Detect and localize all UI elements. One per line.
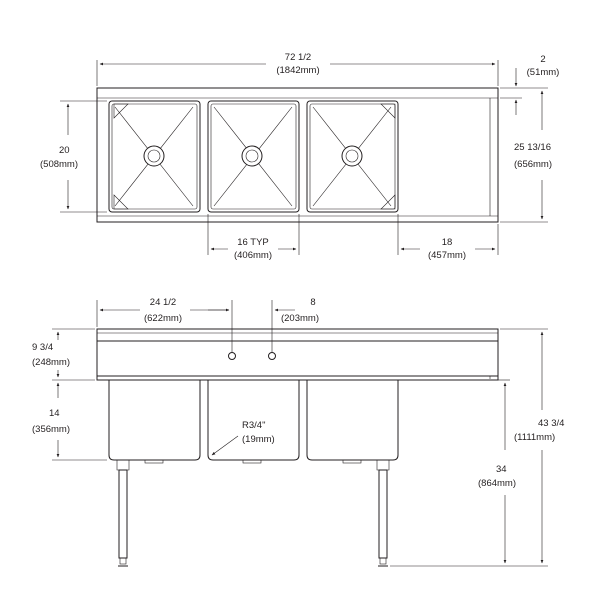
dim-bowl-width: 16 TYP (406mm) xyxy=(207,214,300,261)
dim-overall-height: 43 3/4 (1111mm) xyxy=(500,328,564,564)
elevation-view: 24 1/2 (622mm) 8 (203mm) 9 3/4 (248mm) 1… xyxy=(32,297,564,567)
callout-corner-radius: R3/4" (19mm) xyxy=(211,420,275,456)
bowl-depth-value: 14 xyxy=(49,408,60,419)
bowl-width-value: 16 TYP xyxy=(237,237,269,248)
dim-overall-length: 72 1/2 (1842mm) xyxy=(96,52,499,86)
backsplash-depth-value: 2 xyxy=(540,54,545,65)
bowl-3-plan xyxy=(306,100,399,213)
rim-height-value: 34 xyxy=(496,464,507,475)
dim-drainboard: 18 (457mm) xyxy=(397,214,499,261)
overall-depth-metric: (656mm) xyxy=(514,159,552,170)
dim-bowl-depth: 14 (356mm) xyxy=(32,382,107,461)
backsplash-depth-metric: (51mm) xyxy=(527,67,560,78)
bowl-depth-metric: (356mm) xyxy=(32,424,70,435)
overall-length-metric: (1842mm) xyxy=(276,65,319,76)
plan-view: 72 1/2 (1842mm) 2 (51mm) 25 13/16 (656mm… xyxy=(40,52,559,261)
dim-overall-depth: 25 13/16 (656mm) xyxy=(500,87,552,223)
drain-icon xyxy=(341,145,363,167)
dim-faucet-centers: 8 (203mm) xyxy=(208,297,319,352)
overall-height-value: 43 3/4 xyxy=(538,418,564,429)
drainboard-metric: (457mm) xyxy=(428,250,466,261)
bowl-1-plan xyxy=(108,100,201,213)
bowl-front-to-back-metric: (508mm) xyxy=(40,159,78,170)
bowl-width-metric: (406mm) xyxy=(234,250,272,261)
drainboard-value: 18 xyxy=(442,237,453,248)
faucet-hole-icon xyxy=(228,352,236,360)
dim-bowl-depth-plan: 20 (508mm) xyxy=(40,100,107,213)
bowl-front-to-back-value: 20 xyxy=(59,145,70,156)
leg-left xyxy=(116,460,130,567)
leg-right xyxy=(376,460,390,567)
sink-top-outline xyxy=(96,87,499,223)
faucet-hole-icon xyxy=(268,352,276,360)
faucet-offset-value: 24 1/2 xyxy=(150,297,176,308)
corner-radius-value: R3/4" xyxy=(242,420,265,431)
overall-height-metric: (1111mm) xyxy=(514,432,555,443)
corner-radius-metric: (19mm) xyxy=(242,434,275,445)
faucet-offset-metric: (622mm) xyxy=(144,313,182,324)
backsplash-height-metric: (248mm) xyxy=(32,357,70,368)
faucet-centers-value: 8 xyxy=(310,297,315,308)
dim-backsplash-height: 9 3/4 (248mm) xyxy=(32,328,95,381)
overall-depth-value: 25 13/16 xyxy=(514,142,551,153)
backsplash xyxy=(96,328,499,377)
dim-faucet-offset: 24 1/2 (622mm) xyxy=(96,297,233,352)
rim-height-metric: (864mm) xyxy=(478,478,516,489)
bowl-1-elevation xyxy=(108,380,201,461)
bowl-3-elevation xyxy=(306,380,399,461)
front-rim xyxy=(96,376,499,381)
drain-icon xyxy=(143,145,165,167)
dim-backsplash-depth: 2 (51mm) xyxy=(500,54,559,115)
overall-length-value: 72 1/2 xyxy=(285,52,311,63)
drain-icon xyxy=(241,145,263,167)
dim-rim-height: 34 (864mm) xyxy=(390,379,548,567)
faucet-centers-metric: (203mm) xyxy=(281,313,319,324)
backsplash-height-value: 9 3/4 xyxy=(32,342,53,353)
bowl-2-plan xyxy=(207,100,300,213)
